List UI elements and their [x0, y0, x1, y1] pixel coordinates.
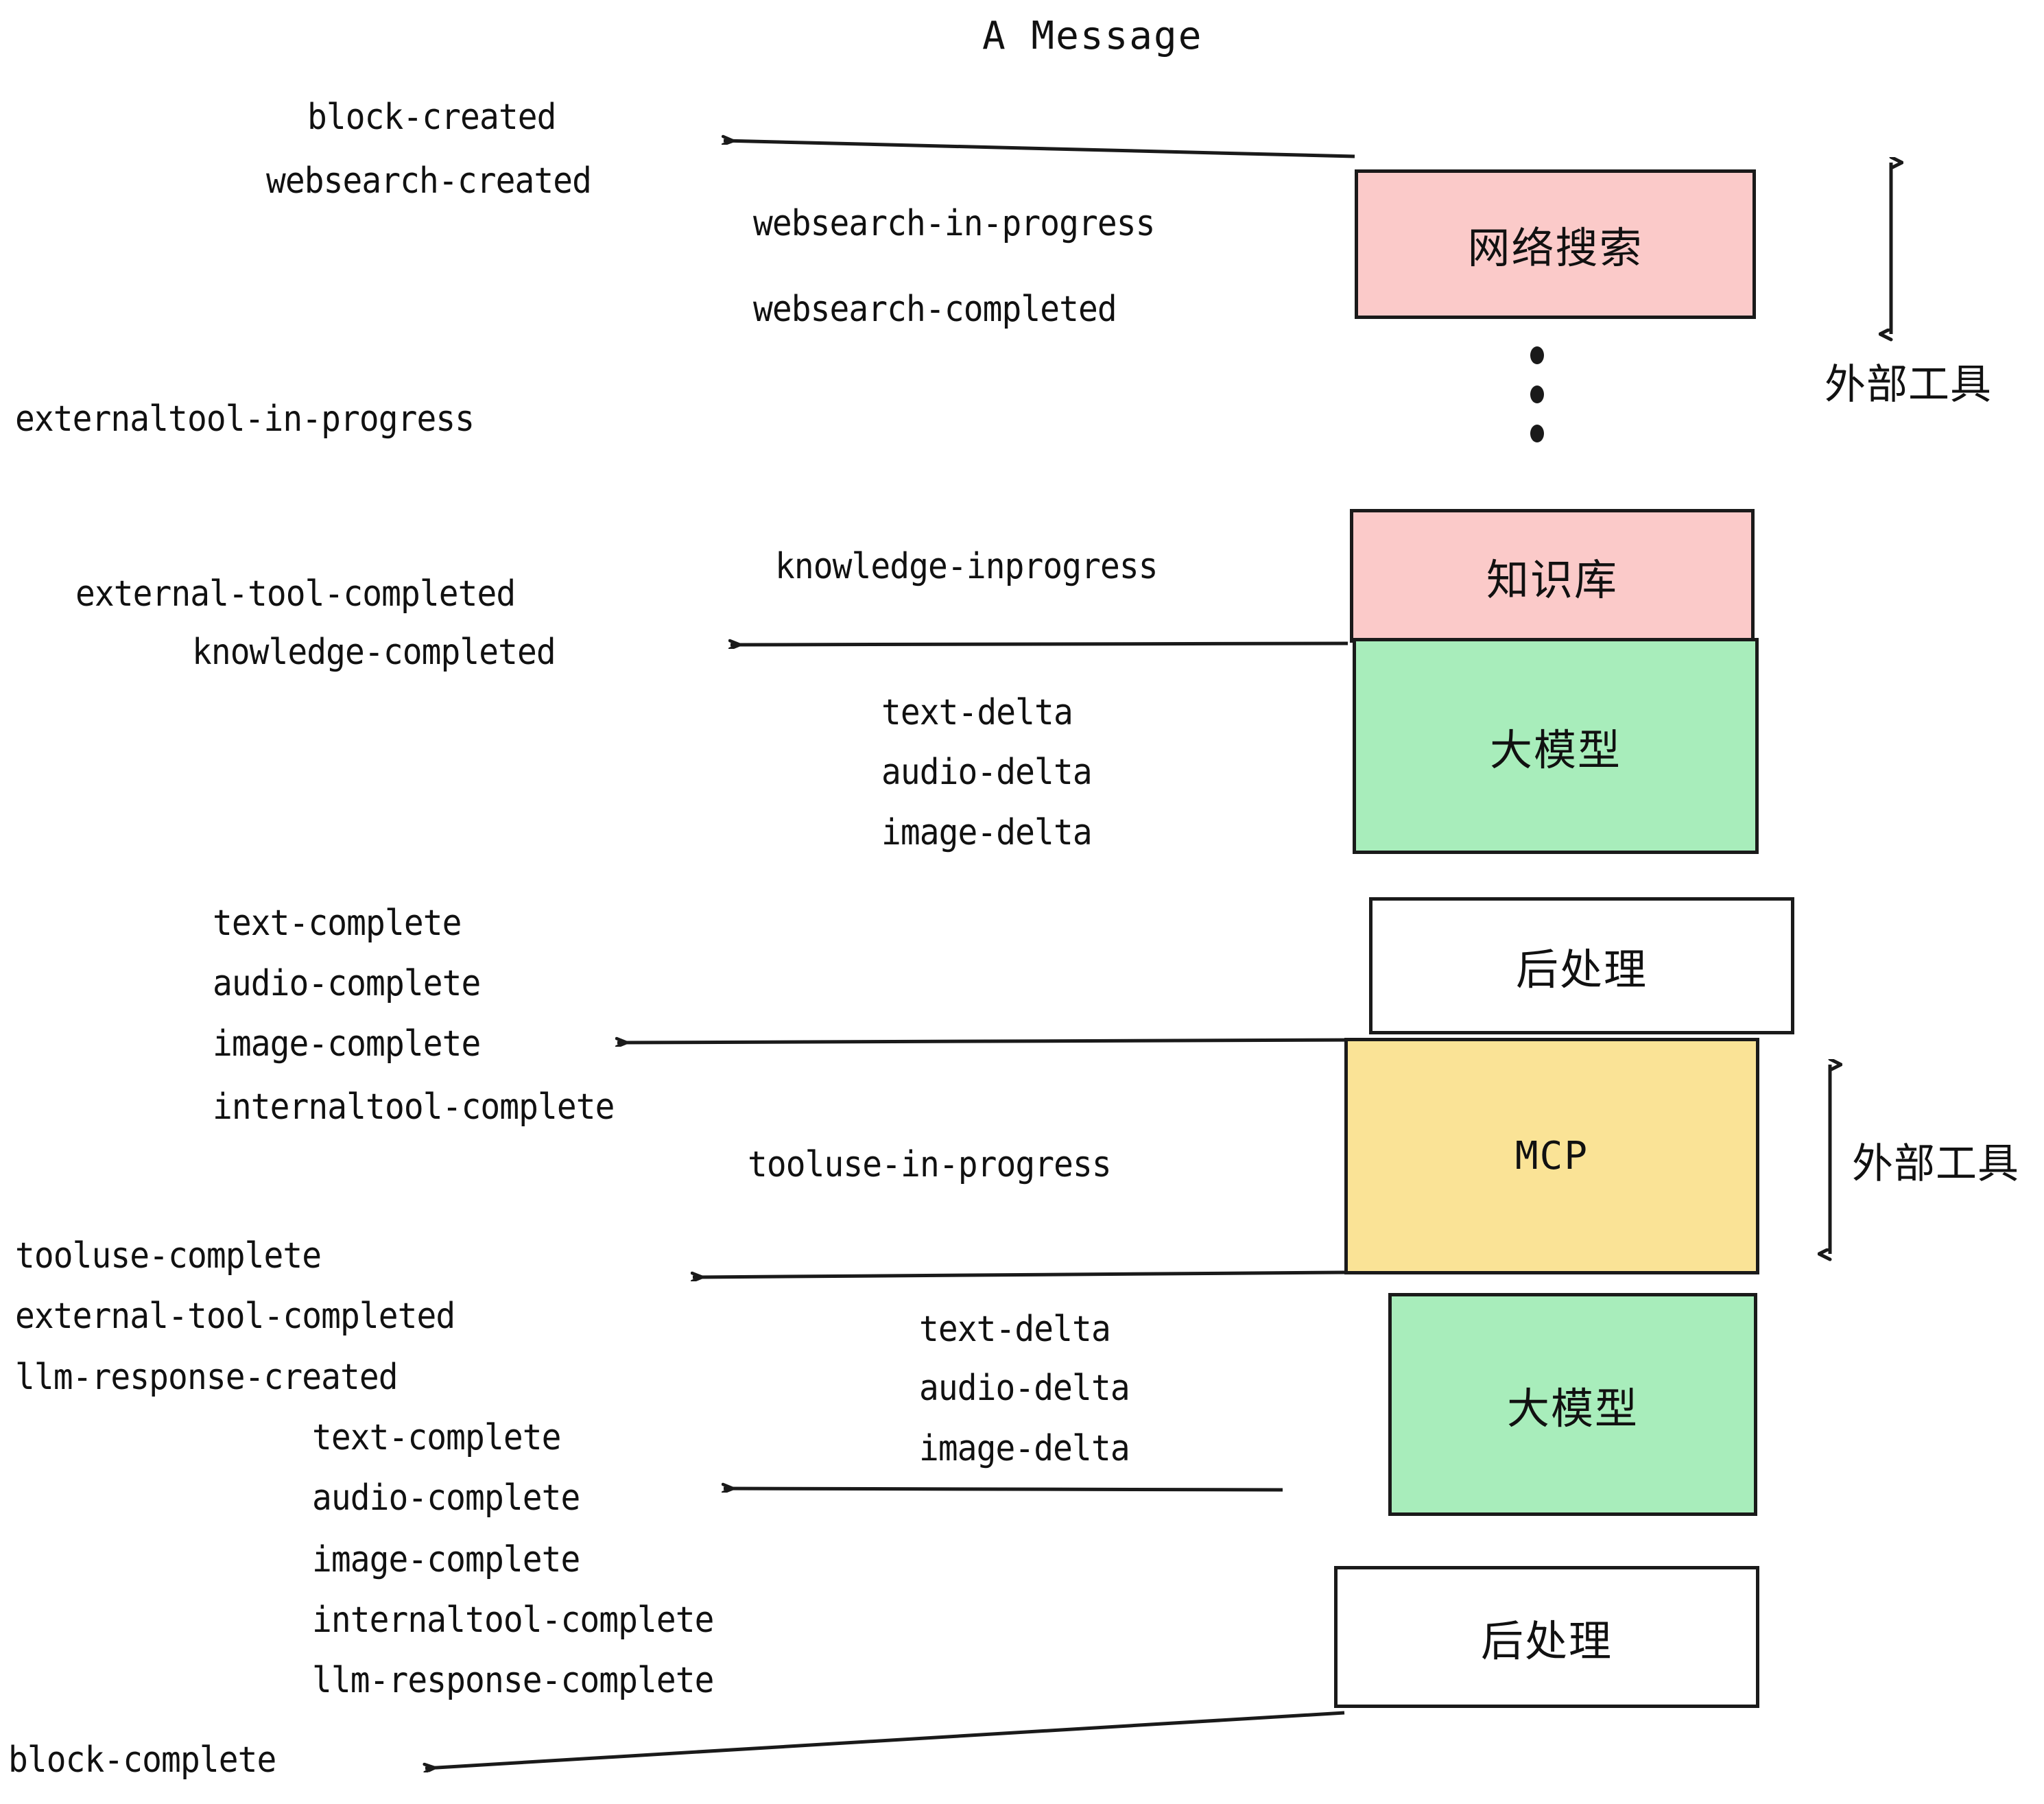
annotation-external-tool-bottom: 外部工具: [1852, 1140, 2019, 1188]
event-knowledge-inprogress: knowledge-inprogress: [775, 546, 1158, 587]
node-mcp[interactable]: MCP: [1344, 1038, 1759, 1274]
event-audio-delta-2: audio-delta: [919, 1368, 1130, 1409]
node-post-process-2[interactable]: 后处理: [1334, 1566, 1759, 1708]
event-knowledge-completed: knowledge-completed: [192, 632, 556, 673]
node-post-process-1[interactable]: 后处理: [1369, 897, 1794, 1034]
event-websearch-created: websearch-created: [266, 161, 592, 202]
arrow-postprocess-to-image-complete: [617, 1040, 1366, 1043]
event-block-created: block-created: [307, 97, 556, 138]
event-external-tool-completed-2: external-tool-completed: [15, 1296, 455, 1337]
event-internaltool-complete-2: internaltool-complete: [312, 1600, 714, 1641]
event-image-delta-2: image-delta: [919, 1428, 1130, 1469]
arrow-websearch-to-created: [724, 141, 1355, 158]
event-websearch-completed: websearch-completed: [753, 289, 1117, 330]
node-llm-2[interactable]: 大模型: [1388, 1293, 1757, 1516]
event-tooluse-in-progress: tooluse-in-progress: [748, 1144, 1112, 1185]
event-image-delta-1: image-delta: [881, 812, 1093, 853]
event-external-tool-completed-1: external-tool-completed: [75, 573, 516, 615]
arrow-postprocess-to-block-complete: [425, 1711, 1345, 1768]
event-llm-response-created: llm-response-created: [15, 1357, 399, 1398]
arrow-mcp-to-tooluse-complete: [693, 1270, 1345, 1277]
event-text-delta-2: text-delta: [919, 1309, 1111, 1350]
arrow-knowledge-to-completed: [730, 643, 1348, 645]
event-llm-response-complete: llm-response-complete: [312, 1660, 714, 1701]
event-externaltool-in-progress: externaltool-in-progress: [15, 399, 475, 440]
event-websearch-in-progress: websearch-in-progress: [753, 203, 1155, 244]
node-web-search[interactable]: 网络搜索: [1355, 169, 1756, 319]
arrow-llm-to-audio-complete: [724, 1488, 1283, 1490]
event-internaltool-complete-1: internaltool-complete: [213, 1087, 615, 1128]
event-text-complete-2: text-complete: [312, 1417, 561, 1458]
annotation-external-tool-top: 外部工具: [1825, 361, 1992, 409]
event-image-complete-2: image-complete: [312, 1539, 580, 1580]
event-text-delta-1: text-delta: [881, 692, 1073, 733]
page-title: A Message: [982, 14, 1203, 58]
event-block-complete: block-complete: [8, 1740, 276, 1781]
node-knowledge-base[interactable]: 知识库: [1350, 509, 1755, 643]
event-image-complete-1: image-complete: [213, 1023, 481, 1065]
event-text-complete-1: text-complete: [213, 903, 462, 944]
event-audio-delta-1: audio-delta: [881, 752, 1093, 793]
event-tooluse-complete: tooluse-complete: [15, 1235, 322, 1277]
vertical-ellipsis: [1530, 346, 1545, 442]
node-llm-1[interactable]: 大模型: [1353, 638, 1759, 854]
event-audio-complete-1: audio-complete: [213, 963, 481, 1004]
event-audio-complete-2: audio-complete: [312, 1477, 580, 1519]
